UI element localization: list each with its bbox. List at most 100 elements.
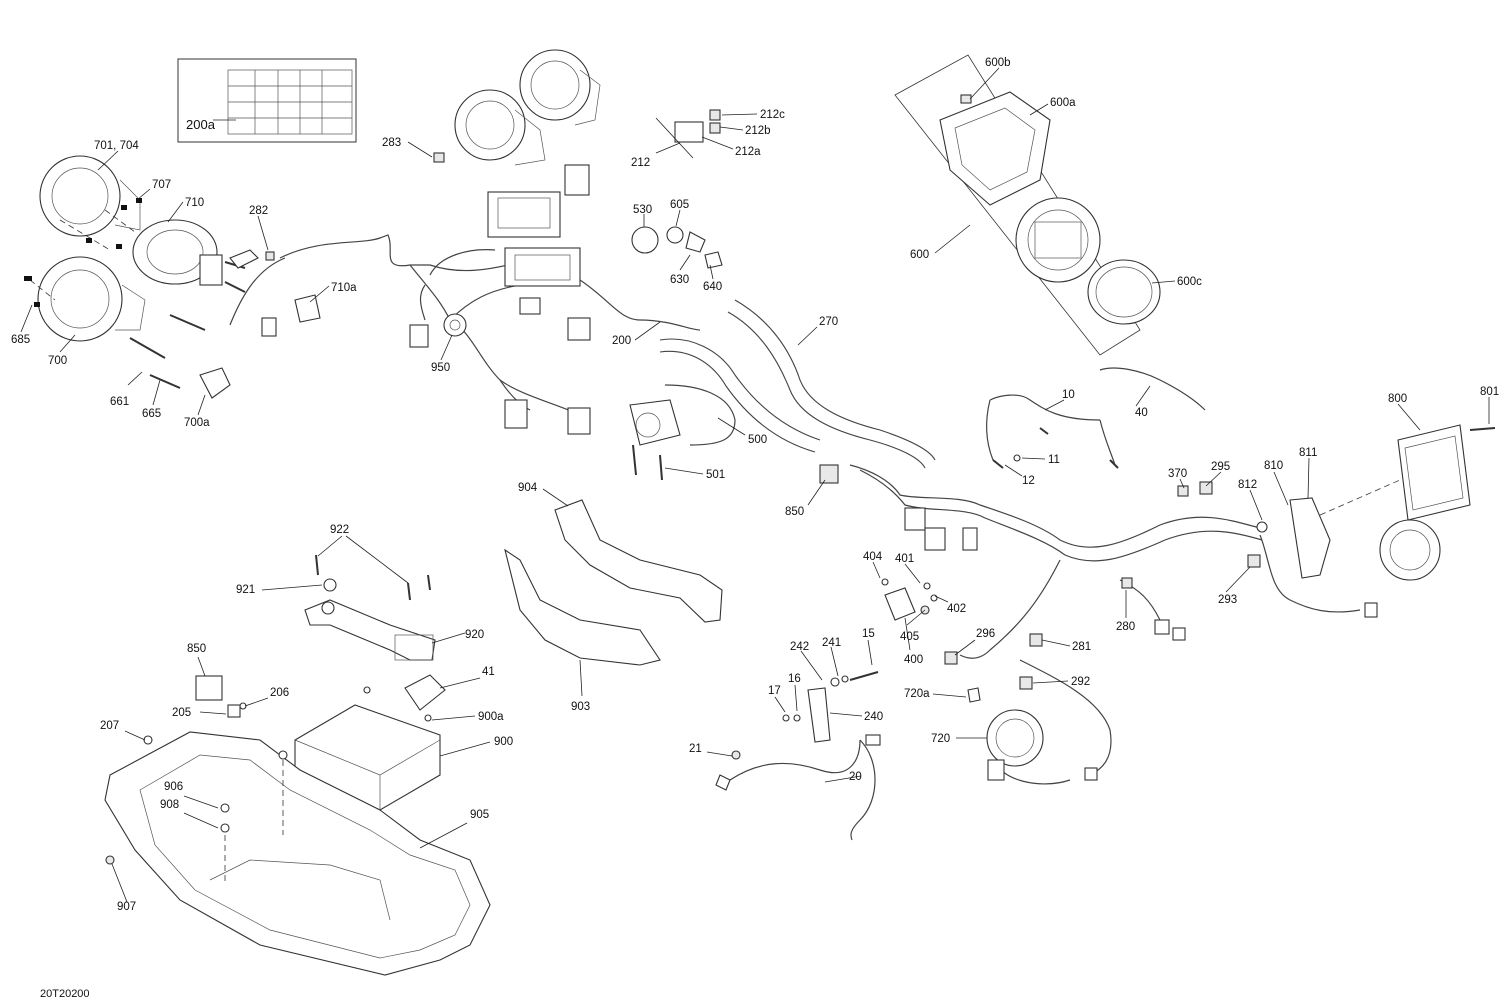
callout-212c: 212c xyxy=(760,109,785,121)
heat-shields xyxy=(504,499,723,666)
callout-810: 810 xyxy=(1264,460,1283,472)
callout-15: 15 xyxy=(862,628,875,640)
callout-242: 242 xyxy=(790,641,809,653)
callout-270: 270 xyxy=(819,316,838,328)
module-800 xyxy=(1319,424,1496,521)
callout-907: 907 xyxy=(117,901,136,913)
callout-200: 200 xyxy=(612,335,631,347)
callout-630: 630 xyxy=(670,274,689,286)
callout-665: 665 xyxy=(142,408,161,420)
callout-920: 920 xyxy=(465,629,484,641)
callout-21: 21 xyxy=(689,743,702,755)
misc-clips xyxy=(229,152,445,269)
callout-710: 710 xyxy=(185,197,204,209)
callout-685: 685 xyxy=(11,334,30,346)
callout-11: 11 xyxy=(1048,454,1060,466)
callout-710a: 710a xyxy=(331,282,357,294)
headlight-assembly-top xyxy=(454,49,601,166)
callout-700a: 700a xyxy=(184,417,210,429)
callout-950: 950 xyxy=(431,362,450,374)
battery-cables xyxy=(992,427,1119,469)
callout-500: 500 xyxy=(748,434,767,446)
callout-200a: 200a xyxy=(186,117,216,132)
connector-block-212 xyxy=(409,109,721,435)
callout-600b: 600b xyxy=(985,57,1011,69)
callout-600a: 600a xyxy=(1050,97,1076,109)
callout-720a: 720a xyxy=(904,688,930,700)
callout-530: 530 xyxy=(633,204,652,216)
callout-640: 640 xyxy=(703,281,722,293)
callout-281: 281 xyxy=(1072,641,1091,653)
bracket-810 xyxy=(1256,497,1331,579)
callout-850-lower: 850 xyxy=(187,643,206,655)
callout-212b: 212b xyxy=(745,125,771,137)
callout-205: 205 xyxy=(172,707,191,719)
callout-405: 405 xyxy=(900,631,919,643)
instrument-cluster-600 xyxy=(894,54,1161,356)
callout-402: 402 xyxy=(947,603,966,615)
callout-20: 20 xyxy=(849,771,862,783)
callout-850-upper: 850 xyxy=(785,506,804,518)
callout-292: 292 xyxy=(1071,676,1090,688)
battery-900 xyxy=(143,674,446,811)
callout-908: 908 xyxy=(160,799,179,811)
callout-921: 921 xyxy=(236,584,255,596)
rear-harness xyxy=(849,367,1361,785)
callout-400: 400 xyxy=(904,654,923,666)
callout-900: 900 xyxy=(494,736,513,748)
callout-212a: 212a xyxy=(735,146,761,158)
ignition-switch-950 xyxy=(443,313,467,337)
lamp-right xyxy=(967,519,1441,781)
battery-tray-905 xyxy=(104,731,491,976)
conduit-270 xyxy=(659,299,936,469)
fasteners-700 xyxy=(24,198,246,389)
callout-370: 370 xyxy=(1168,468,1187,480)
callout-206: 206 xyxy=(270,687,289,699)
callout-283: 283 xyxy=(382,137,401,149)
headlight-700 xyxy=(37,155,223,342)
callout-280: 280 xyxy=(1116,621,1135,633)
callout-207: 207 xyxy=(100,720,119,732)
callout-701-704: 701, 704 xyxy=(94,140,139,152)
callout-811: 811 xyxy=(1299,447,1317,459)
drawing-code: 20T20200 xyxy=(40,988,90,1000)
callout-800: 800 xyxy=(1388,393,1407,405)
callout-501: 501 xyxy=(706,469,725,481)
bulb-700a xyxy=(199,294,321,399)
callout-801: 801 xyxy=(1480,386,1499,398)
callout-906: 906 xyxy=(164,781,183,793)
callout-401: 401 xyxy=(895,553,914,565)
callout-922: 922 xyxy=(330,524,349,536)
gauge-530 xyxy=(631,226,723,269)
callout-904: 904 xyxy=(518,482,538,494)
label-sheet-200a xyxy=(177,58,357,143)
leader-lines xyxy=(20,67,1490,903)
callout-720: 720 xyxy=(931,733,950,745)
callout-707: 707 xyxy=(152,179,171,191)
callout-661: 661 xyxy=(110,396,129,408)
callout-600c: 600c xyxy=(1177,276,1202,288)
callout-296: 296 xyxy=(976,628,995,640)
callout-905: 905 xyxy=(470,809,489,821)
callout-12: 12 xyxy=(1022,475,1035,487)
callout-600: 600 xyxy=(910,249,929,261)
callout-900a: 900a xyxy=(478,711,504,723)
connectors-right xyxy=(819,464,1378,781)
callout-903: 903 xyxy=(571,701,590,713)
callout-241: 241 xyxy=(822,637,841,649)
ground-strap-20 xyxy=(715,671,881,841)
callout-labels: 200a 283 212c 212b 212a 212 600b 600a 60… xyxy=(11,57,1499,913)
callout-40: 40 xyxy=(1135,407,1148,419)
callout-282: 282 xyxy=(249,205,268,217)
callout-812: 812 xyxy=(1238,479,1257,491)
callout-404: 404 xyxy=(863,551,883,563)
callout-10: 10 xyxy=(1062,389,1075,401)
callout-17: 17 xyxy=(768,685,781,697)
callout-240: 240 xyxy=(864,711,883,723)
switch-500 xyxy=(629,384,736,481)
callout-293: 293 xyxy=(1218,594,1237,606)
callout-605: 605 xyxy=(670,199,689,211)
callout-212: 212 xyxy=(631,157,650,169)
relay-400 xyxy=(881,578,938,621)
